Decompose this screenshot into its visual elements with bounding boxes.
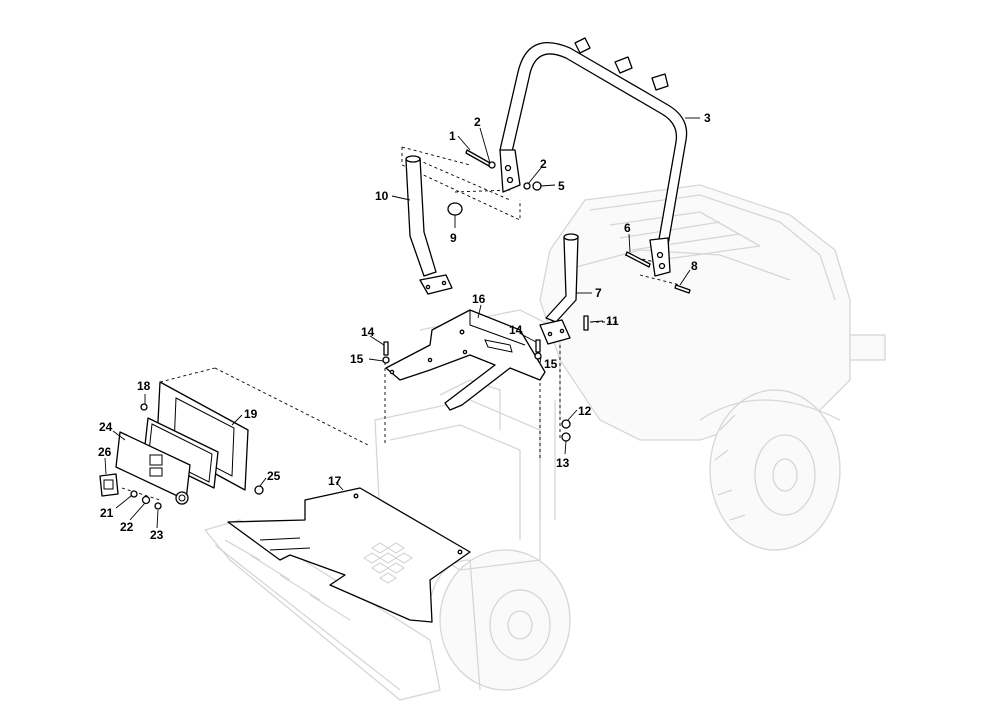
assembly-guide-lines	[121, 146, 681, 501]
mounting-bracket	[385, 309, 546, 411]
callout-16: 16	[472, 292, 486, 306]
callout-24: 24	[99, 420, 113, 434]
mower-body-ghost	[203, 184, 886, 701]
callout-17: 17	[328, 474, 342, 488]
left-post	[405, 155, 453, 295]
callout-19: 19	[244, 407, 258, 421]
callout-2a: 2	[474, 115, 481, 129]
hardware	[99, 149, 691, 510]
callout-8: 8	[691, 259, 698, 273]
callout-12: 12	[578, 404, 592, 418]
callout-25: 25	[267, 469, 281, 483]
callout-13: 13	[556, 456, 570, 470]
callout-1: 1	[449, 129, 456, 143]
callout-14b: 14	[509, 323, 523, 337]
callout-11: 11	[606, 314, 619, 328]
callout-26: 26	[98, 445, 112, 459]
callout-3: 3	[704, 111, 711, 125]
callout-15a: 15	[350, 352, 364, 366]
floor-mat-tread-pattern	[363, 542, 413, 584]
access-panel-assembly	[115, 381, 249, 505]
callout-15b: 15	[544, 357, 558, 371]
floor-mat	[227, 487, 471, 623]
callout-10: 10	[375, 189, 389, 203]
callout-18: 18	[137, 379, 151, 393]
callout-14a: 14	[361, 325, 375, 339]
callout-labels: 1 2 2 3 5 6 7 8 9 10 11 12 13 14 14 15 1…	[98, 111, 711, 542]
callout-2b: 2	[540, 157, 547, 171]
callout-6: 6	[624, 221, 631, 235]
callout-22: 22	[120, 520, 134, 534]
leader-lines	[104, 117, 700, 529]
callout-9: 9	[450, 231, 457, 245]
right-post	[539, 233, 579, 345]
callout-23: 23	[150, 528, 164, 542]
roll-bar	[499, 37, 688, 277]
callout-5: 5	[558, 179, 565, 193]
callout-21: 21	[100, 506, 114, 520]
callout-7: 7	[595, 286, 602, 300]
